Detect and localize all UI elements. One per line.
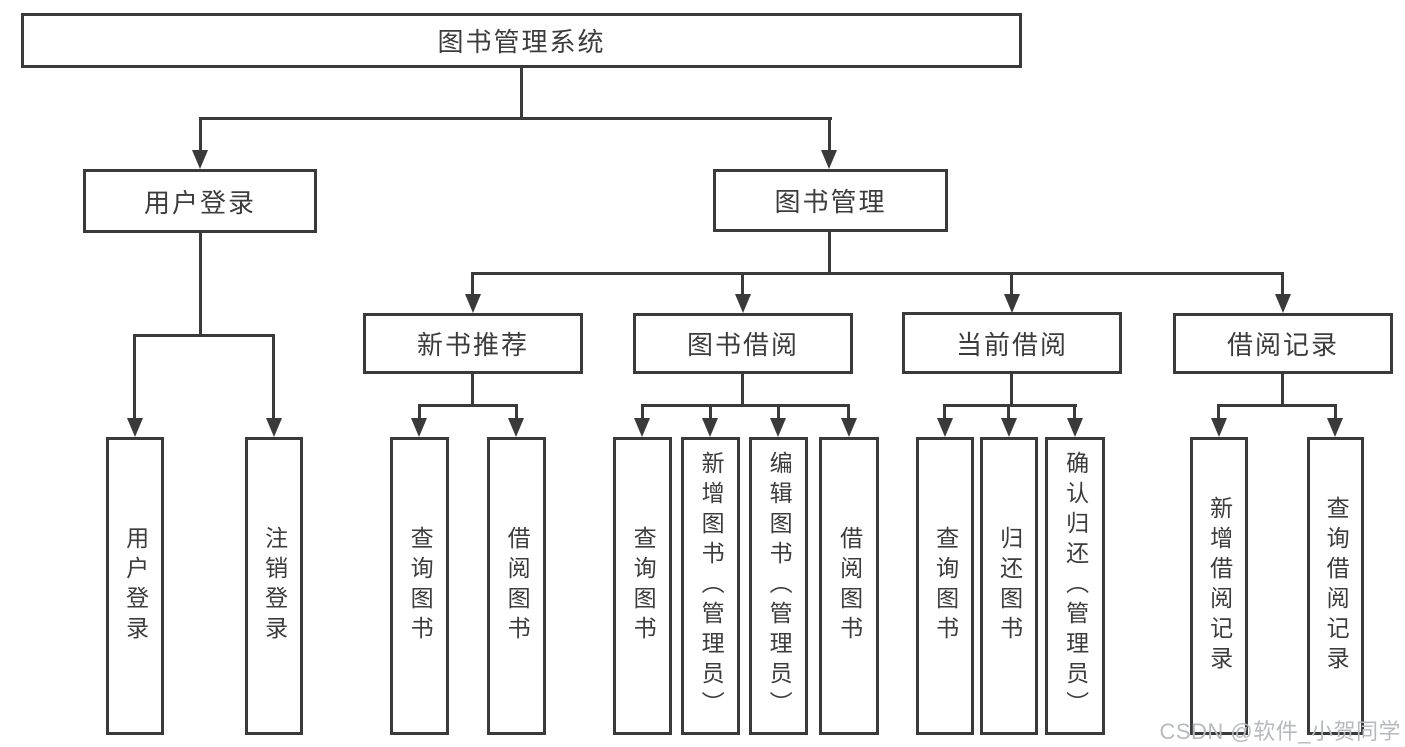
node-borrowing-records: 借阅记录 [1173,313,1393,374]
arrow-to-new-book-rec [465,294,481,313]
edge-root-stem [520,68,523,117]
arrow-to-borrow-borrow [841,418,857,437]
edge-drop-records-add [1217,404,1220,420]
leaf-borrow-borrow-books: 借阅图书 [819,437,879,735]
leaf-rec-borrow-books: 借阅图书 [487,437,546,735]
leaf-current-return-books: 归还图书 [980,437,1038,735]
edge-current-borrowing-stem [1010,374,1013,406]
leaf-label: 新增借阅记录 [1206,496,1233,676]
arrow-to-borrow-edit [770,418,786,437]
leaf-records-add-record: 新增借阅记录 [1190,437,1248,735]
arrow-to-current-confirm [1067,418,1083,437]
leaf-label: 注销登录 [261,526,288,646]
leaf-borrow-add-books-admin: 新增图书（管理员） [681,437,740,735]
leaf-borrow-query-books: 查询图书 [613,437,672,735]
edge-drop-book-management [828,117,831,151]
node-book-management: 图书管理 [713,169,948,232]
arrow-to-leaf-logout [266,418,282,437]
node-label: 新书推荐 [416,330,529,360]
arrow-to-current-borrowing [1004,294,1020,313]
leaf-records-query-record: 查询借阅记录 [1307,437,1364,735]
edge-drop-borrowing-records [1281,272,1284,296]
edge-drop-borrow-borrow [847,404,850,420]
edge-borrowing-records-stem [1281,374,1284,406]
arrow-to-records-query [1327,418,1343,437]
edge-drop-new-book-rec [471,272,474,296]
edge-new-book-rec-stem [471,374,474,406]
edge-drop-rec-borrow [515,404,518,420]
edge-drop-current-confirm [1073,404,1076,420]
edge-root-rail [199,117,832,120]
csdn-watermark: CSDN @软件_小贺同学 [1159,719,1401,744]
edge-drop-borrow-edit [777,404,780,420]
arrow-to-borrow-query [634,418,650,437]
leaf-label: 查询图书 [630,526,657,646]
node-new-book-recommendation: 新书推荐 [363,313,583,374]
arrow-to-book-management [821,150,837,169]
arrow-to-borrowing-records [1275,294,1291,313]
edge-drop-rec-query [418,404,421,420]
edge-drop-leaf-user-login [133,334,136,419]
edge-drop-current-return [1007,404,1010,420]
edge-drop-current-query [943,404,946,420]
leaf-label: 新增图书（管理员） [698,451,725,721]
leaf-label: 查询图书 [407,526,434,646]
node-label: 借阅记录 [1226,330,1339,360]
edge-user-login-rail [133,334,275,337]
arrow-to-borrow-add [702,418,718,437]
arrow-to-book-borrowing [735,294,751,313]
node-label: 当前借阅 [955,329,1068,360]
edge-borrowing-records-rail [1217,404,1337,407]
leaf-label: 编辑图书（管理员） [766,451,793,721]
leaf-logout: 注销登录 [245,437,303,735]
arrow-to-rec-borrow [508,418,524,437]
leaf-label: 查询图书 [932,526,959,646]
edge-drop-user-login [199,117,202,151]
edge-book-borrowing-rail [641,404,850,407]
node-user-login: 用户登录 [83,169,317,233]
edge-new-book-rec-rail [418,404,518,407]
edge-drop-leaf-logout [272,334,275,419]
node-label: 图书管理 [774,187,887,217]
arrow-to-user-login [192,150,208,169]
leaf-current-query-books: 查询图书 [916,437,974,735]
arrow-to-records-add [1211,418,1227,437]
arrow-to-rec-query [411,418,427,437]
edge-drop-borrow-add [709,404,712,420]
node-current-borrowing: 当前借阅 [902,312,1122,374]
leaf-label: 借阅图书 [504,526,531,646]
leaf-borrow-edit-books-admin: 编辑图书（管理员） [749,437,808,735]
edge-book-management-rail [471,272,1284,275]
leaf-rec-query-books: 查询图书 [390,437,449,735]
edge-current-borrowing-rail [943,404,1077,407]
arrow-to-current-query [937,418,953,437]
node-library-management-system: 图书管理系统 [21,13,1022,68]
leaf-label: 借阅图书 [836,526,863,646]
node-label: 图书借阅 [686,330,799,360]
edge-drop-records-query [1334,404,1337,420]
leaf-user-login: 用户登录 [106,437,164,735]
arrow-to-leaf-user-login [127,418,143,437]
edge-drop-current-borrowing [1010,272,1013,296]
edge-drop-borrow-query [641,404,644,420]
leaf-label: 归还图书 [996,526,1023,646]
leaf-current-confirm-return-admin: 确认归还（管理员） [1045,437,1105,735]
edge-book-management-stem [828,232,831,274]
node-label: 用户登录 [143,187,256,218]
leaf-label: 确认归还（管理员） [1062,451,1089,721]
edge-book-borrowing-stem [741,374,744,406]
edge-user-login-stem [199,233,202,337]
edge-drop-book-borrowing [741,272,744,296]
node-book-borrowing: 图书借阅 [633,313,853,374]
node-label: 图书管理系统 [437,27,606,57]
arrow-to-current-return [1001,418,1017,437]
leaf-label: 查询借阅记录 [1323,496,1350,676]
leaf-label: 用户登录 [122,526,149,646]
